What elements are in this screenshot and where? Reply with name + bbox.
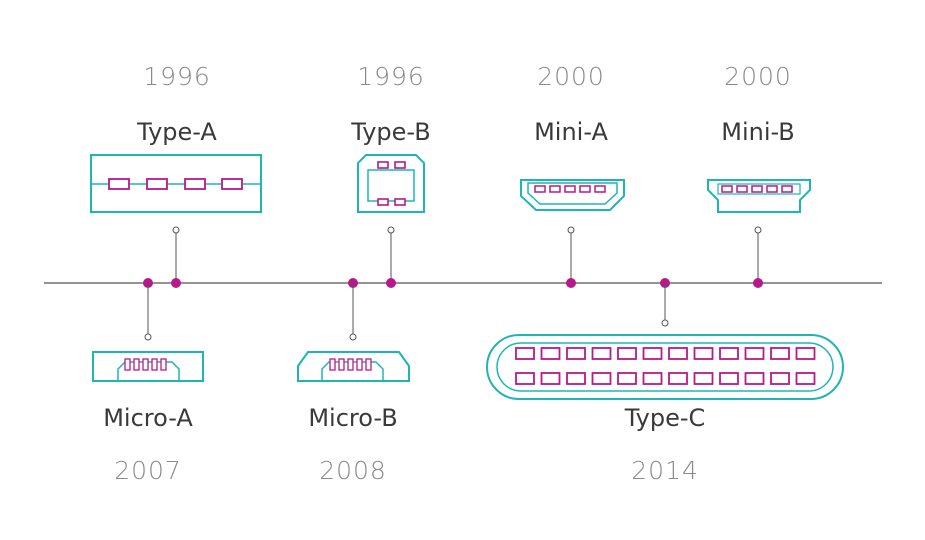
name-type-b: Type-B <box>350 118 430 146</box>
type-c-pin <box>668 347 688 360</box>
year-type-a: 1996 <box>143 62 211 91</box>
type-c-pin <box>515 372 535 385</box>
year-micro-b: 2008 <box>319 456 387 485</box>
type-c-pin <box>591 372 612 385</box>
leader-end-type-a <box>172 226 180 234</box>
leader-end-type-b <box>387 226 395 234</box>
name-type-c: Type-C <box>624 404 706 432</box>
connector-type-a: 1996 Type-A <box>90 62 262 288</box>
micro-a-plug-icon <box>92 351 204 382</box>
type-c-pin <box>744 347 765 360</box>
type-c-pin <box>744 372 765 385</box>
type-c-pin-rows <box>515 347 816 385</box>
leader-end-micro-a <box>144 333 152 341</box>
type-c-pin <box>668 372 688 385</box>
leader-end-mini-a <box>567 226 575 234</box>
connector-micro-b: Micro-B 2008 <box>297 278 410 485</box>
type-c-pin <box>693 372 714 385</box>
connector-type-c: Type-C 2014 <box>486 278 844 485</box>
type-c-pin <box>566 347 586 360</box>
type-c-pin <box>795 347 816 360</box>
connector-micro-a: Micro-A 2007 <box>92 278 204 485</box>
micro-b-plug-icon <box>297 351 410 382</box>
type-c-pin <box>770 347 790 360</box>
mini-b-plug-icon <box>707 179 811 213</box>
type-c-pin <box>540 372 561 385</box>
year-mini-b: 2000 <box>724 62 792 91</box>
connector-type-b: 1996 Type-B <box>350 62 431 288</box>
connector-mini-a: 2000 Mini-A <box>520 62 625 288</box>
type-c-pin <box>540 347 561 360</box>
type-c-pin <box>642 347 663 360</box>
type-c-plug-icon <box>486 334 844 400</box>
timeline-marker-mini-b <box>753 278 763 288</box>
leader-end-micro-b <box>349 333 357 341</box>
name-type-a: Type-A <box>136 118 217 146</box>
year-type-b: 1996 <box>357 62 425 91</box>
year-mini-a: 2000 <box>537 62 605 91</box>
leader-end-mini-b <box>754 226 762 234</box>
type-c-pin <box>795 372 816 385</box>
type-c-pin <box>515 347 535 360</box>
name-micro-a: Micro-A <box>103 404 193 432</box>
mini-a-plug-icon <box>520 179 625 211</box>
timeline-marker-type-a <box>171 278 181 288</box>
type-a-plug-icon <box>90 154 262 213</box>
type-c-pin <box>642 372 663 385</box>
name-mini-b: Mini-B <box>721 118 795 146</box>
type-c-pin <box>617 347 637 360</box>
type-c-pin <box>591 347 612 360</box>
type-c-pin <box>617 372 637 385</box>
type-c-pin <box>719 372 739 385</box>
name-micro-b: Micro-B <box>308 404 397 432</box>
leader-end-type-c <box>661 319 669 327</box>
year-micro-a: 2007 <box>114 456 182 485</box>
connector-mini-b: 2000 Mini-B <box>707 62 811 288</box>
type-b-plug-icon <box>357 154 425 213</box>
timeline-marker-type-b <box>386 278 396 288</box>
type-c-pin <box>770 372 790 385</box>
name-mini-a: Mini-A <box>534 118 608 146</box>
year-type-c: 2014 <box>631 456 699 485</box>
type-c-pin <box>566 372 586 385</box>
type-c-pin <box>719 347 739 360</box>
timeline-marker-mini-a <box>566 278 576 288</box>
type-c-pin <box>693 347 714 360</box>
